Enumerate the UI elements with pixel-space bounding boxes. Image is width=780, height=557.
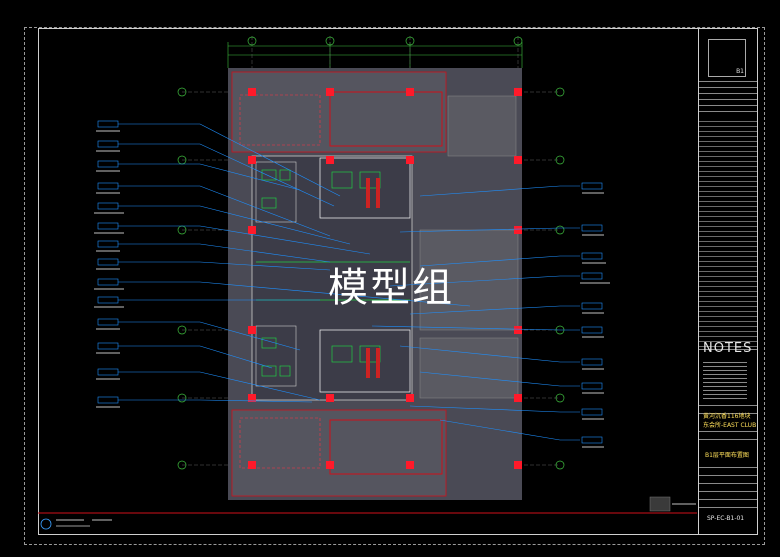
revision-rows [699,117,757,347]
room-tag-icons [97,120,603,444]
project-title-line-2: 东会所-EAST CLUB [703,422,757,429]
key-plan: B1 [708,39,746,77]
notes-heading: NOTES [703,341,753,356]
north-arrow-icon [40,518,52,530]
left-leader-lines [118,123,471,403]
top-dimension-lines [227,42,523,68]
red-fixture-strips [366,178,380,378]
drawing-title: B1层平面布置图 [705,452,749,459]
drawing-number: SP-EC-B1-01 [707,515,745,522]
watermark-text: 模型组 [328,265,454,311]
title-block: B1 NOTES 黄河沉香116地块 东会所-EAST CLUB B1层平面布置… [698,28,758,535]
structural-columns [248,88,522,469]
key-plan-label: B1 [736,68,744,75]
notes-body [703,359,747,399]
right-leader-lines [371,185,580,441]
tag-captions [94,130,610,448]
sheet-outer-border [24,27,765,545]
project-title-line-1: 黄河沉香116地块 [703,413,751,420]
